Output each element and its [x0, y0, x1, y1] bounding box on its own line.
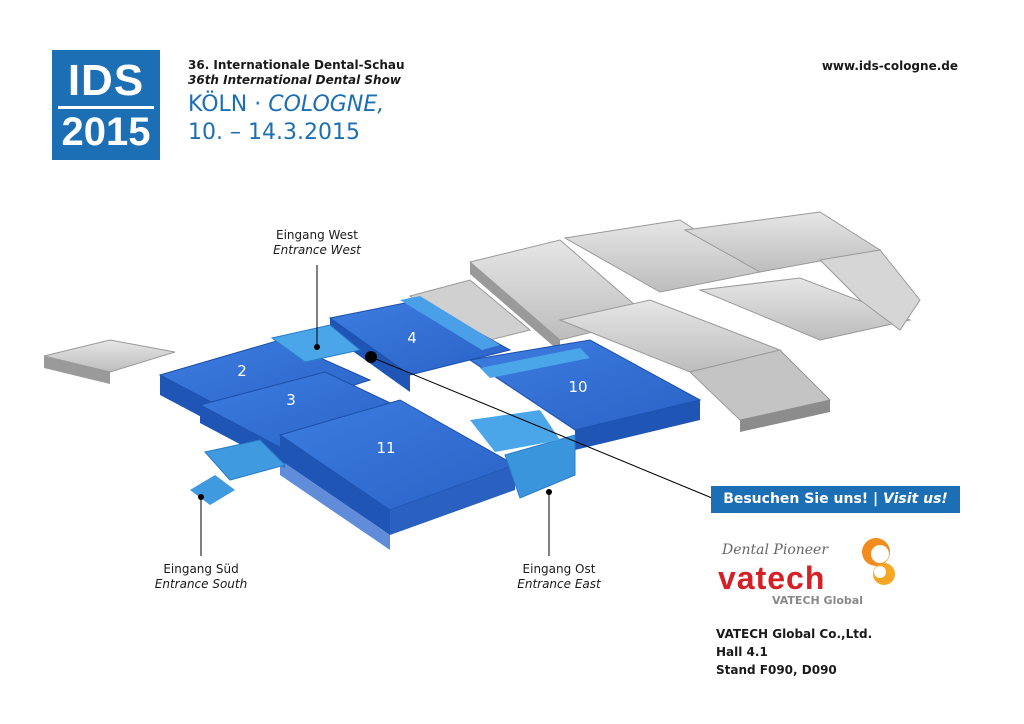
hall-10-side — [575, 400, 700, 450]
gray-halls — [43, 211, 921, 432]
hall-label-4: 4 — [407, 329, 417, 347]
website-link[interactable]: www.ids-cologne.de — [821, 59, 958, 73]
entrance-south-building[interactable] — [204, 439, 286, 481]
company-name: VATECH Global Co.,Ltd. — [716, 627, 873, 641]
title-en: 36th International Dental Show — [188, 73, 401, 87]
gray-annex-side — [44, 356, 110, 384]
entrance-east-building[interactable] — [504, 434, 576, 499]
blue-halls — [158, 296, 702, 550]
vatech-wordmark: vatech — [718, 560, 826, 596]
visit-us-banner[interactable]: Besuchen Sie uns! | Visit us! — [711, 486, 960, 513]
piazza-label: Piazza — [422, 390, 458, 401]
event-dates: 10. – 14.3.2015 — [188, 120, 360, 145]
gray-hall-side — [740, 400, 830, 432]
west-callout-dot — [314, 344, 320, 350]
entrance-west-label: Eingang West Entrance West — [262, 228, 372, 258]
visit-us-en: Visit us! — [883, 491, 948, 507]
stand-marker[interactable] — [365, 351, 377, 363]
gray-annex — [43, 339, 176, 373]
hall-connector — [480, 348, 590, 378]
gray-hall — [698, 277, 912, 341]
vatech-logo: Dental Pioneer vatech VATECH Global — [708, 534, 908, 614]
event-city: KÖLN · COLOGNE, — [188, 90, 405, 120]
stand-number: Stand F090, D090 — [716, 663, 837, 677]
piazza-connector — [470, 410, 560, 452]
logo-year: 2015 — [58, 106, 154, 155]
entrance-west-de: Eingang West — [275, 228, 359, 242]
hall-4-shape[interactable] — [328, 299, 512, 376]
visit-us-separator: | — [873, 491, 879, 507]
hall-label-11: 11 — [376, 439, 395, 457]
visit-us-de: Besuchen Sie uns! — [723, 491, 874, 507]
entrance-south-en: Entrance South — [154, 577, 248, 591]
gray-hall — [818, 249, 921, 331]
south-callout-dot — [198, 494, 204, 500]
entrance-east-label: Eingang Ost Entrance East — [504, 562, 614, 592]
vatech-tagline: Dental Pioneer — [722, 542, 829, 558]
entrance-east-de: Eingang Ost — [522, 562, 596, 576]
hall-label-10: 10 — [568, 378, 587, 396]
gray-hall-side — [470, 262, 560, 352]
city-de: KÖLN · — [188, 92, 269, 117]
east-callout-dot — [546, 489, 552, 495]
event-header: 36. Internationale Dental-Schau 36th Int… — [188, 58, 405, 146]
title-de: 36. Internationale Dental-Schau — [188, 58, 405, 72]
hall-label-3: 3 — [286, 391, 296, 409]
ids-logo: IDS 2015 — [52, 50, 160, 160]
stand-callout-line — [370, 356, 713, 499]
logo-ids: IDS — [67, 56, 145, 105]
vatech-sub: VATECH Global — [772, 594, 863, 607]
city-en: COLOGNE, — [268, 92, 385, 117]
hall-number: Hall 4.1 — [716, 645, 768, 659]
entrance-west-building[interactable] — [270, 324, 362, 363]
entrance-south-de: Eingang Süd — [163, 562, 239, 576]
entrance-south-label: Eingang Süd Entrance South — [146, 562, 256, 592]
hall-11-lower — [280, 460, 390, 550]
entrance-west-en: Entrance West — [273, 243, 361, 257]
vatech-swirl-icon — [862, 538, 895, 585]
hall-11-front — [390, 465, 515, 535]
entrance-east-en: Entrance East — [517, 577, 601, 591]
hall-label-2: 2 — [237, 362, 247, 380]
hall-4-roof — [400, 296, 500, 350]
hall-11-side — [280, 435, 390, 535]
entrance-south-ramp — [190, 475, 235, 505]
exhibitor-address: VATECH Global Co.,Ltd. Hall 4.1 Stand F0… — [716, 625, 872, 679]
